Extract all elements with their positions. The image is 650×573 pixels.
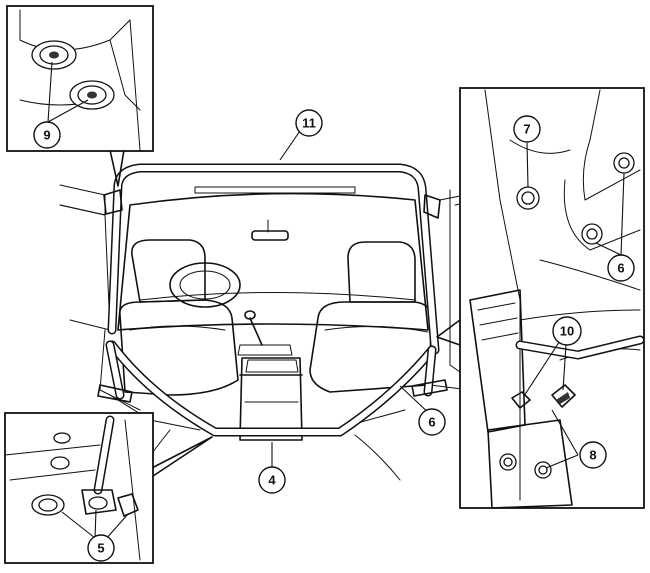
callout-7: 7 [513,115,541,143]
callout-4: 4 [258,466,286,494]
inset-top-left [6,5,154,152]
inset-right [459,87,645,509]
callout-8: 8 [579,441,607,469]
callout-8-label: 8 [589,448,596,463]
main-vehicle-view [59,149,491,481]
callout-5: 5 [87,534,115,562]
callout-7-label: 7 [523,122,530,137]
callout-9: 9 [33,121,61,149]
roll-bar [97,163,448,437]
callout-9-label: 9 [43,128,50,143]
callout-10: 10 [552,316,582,346]
callout-11: 11 [295,109,323,137]
callout-10-label: 10 [560,324,574,339]
callout-4-label: 4 [268,473,276,488]
callout-11-label: 11 [302,116,316,131]
callout-6-inset-label: 6 [617,261,624,276]
callout-6-inset: 6 [607,254,635,282]
callout-6-main: 6 [418,408,446,436]
inset-bottom-left [4,412,154,564]
callout-5-label: 5 [97,541,104,556]
callout-6-main-label: 6 [428,415,435,430]
